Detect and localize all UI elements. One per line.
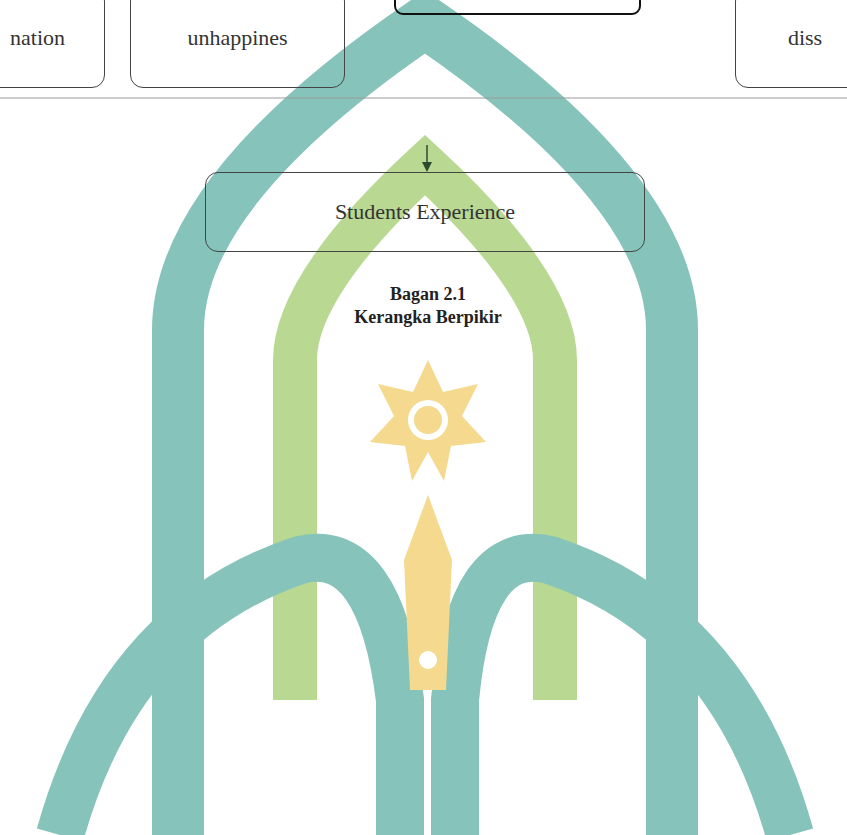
outer-arch [178, 22, 672, 835]
logo-arches [60, 22, 790, 835]
process-box: Students Experience [205, 172, 645, 252]
divider-line [0, 98, 847, 99]
pen-hole [419, 651, 437, 669]
box-label: Students Experience [335, 199, 515, 225]
star-dot [414, 406, 442, 434]
figure-caption: Bagan 2.1 Kerangka Berpikir [353, 283, 503, 328]
logo-star [370, 360, 486, 481]
flow-arrow [426, 145, 428, 163]
right-swoop [455, 558, 790, 835]
box-label: nation [10, 25, 65, 51]
process-box: diss [735, 0, 847, 88]
cut-off-box [395, 0, 640, 14]
box-label: diss [788, 25, 822, 51]
process-box: nation [0, 0, 105, 88]
box-label: unhappines [187, 25, 287, 51]
inner-arch [295, 165, 555, 700]
left-swoop [60, 558, 400, 835]
process-box: unhappines [130, 0, 345, 88]
star-center [408, 400, 448, 440]
arrow-head [422, 162, 432, 172]
logo-pen [404, 495, 452, 690]
